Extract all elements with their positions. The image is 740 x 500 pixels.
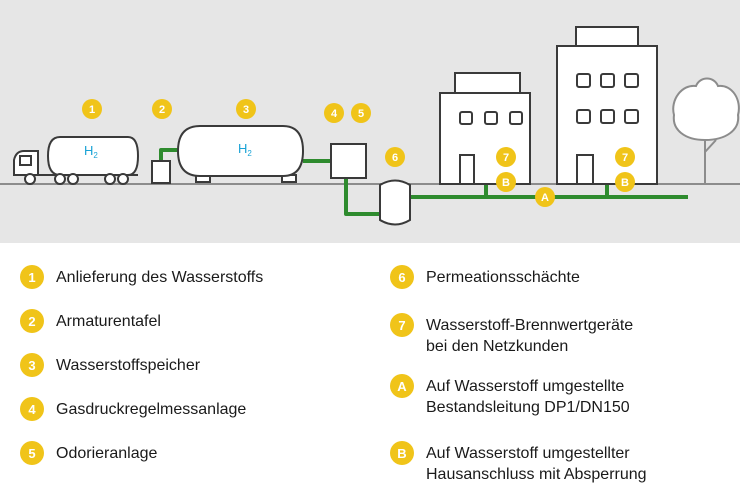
legend-text-2: Armaturentafel: [56, 313, 161, 330]
legend-text-7: Wasserstoff-Brennwertgeräte bei den Netz…: [426, 317, 634, 355]
badge-7-house: 7: [496, 147, 516, 167]
legend-text-1: Anlieferung des Wasserstoffs: [56, 269, 264, 286]
apartment-icon: [556, 26, 658, 185]
svg-text:7: 7: [503, 152, 509, 164]
badge-3: 3: [236, 99, 256, 119]
legend-item-2: 2 Armaturentafel: [20, 309, 161, 333]
storage-h2-label: H2: [238, 141, 252, 158]
legend-badge-2: 2: [20, 309, 44, 333]
legend-item-1: 1 Anlieferung des Wasserstoffs: [20, 265, 264, 289]
legend-badge-6: 6: [390, 265, 414, 289]
legend-item-7: 7 Wasserstoff-Brennwertgeräte bei den Ne…: [390, 313, 634, 357]
truck-h2-label: H2: [84, 143, 98, 160]
tree-icon: [672, 77, 740, 184]
svg-text:4: 4: [331, 108, 338, 120]
legend-text-6: Permeationsschächte: [426, 269, 580, 286]
legend-text-b: Auf Wasserstoff umgestellter Hausanschlu…: [426, 445, 647, 483]
badge-5: 5: [351, 103, 371, 123]
legend-badge-3: 3: [20, 353, 44, 377]
panel-icon: [151, 160, 171, 184]
pipeline-diagram: H2 H2: [0, 0, 740, 243]
badge-b-apartment: B: [615, 172, 635, 192]
legend-item-a: A Auf Wasserstoff umgestellte Bestandsle…: [390, 374, 630, 418]
legend-item-6: 6 Permeationsschächte: [390, 265, 580, 289]
regulator-station-icon: [330, 143, 367, 179]
svg-text:B: B: [621, 177, 629, 189]
house-icon: [439, 72, 531, 185]
legend-item-b: B Auf Wasserstoff umgestellter Hausansch…: [390, 441, 647, 485]
svg-text:B: B: [502, 177, 510, 189]
panel-pipe: [159, 148, 184, 161]
badge-6: 6: [385, 147, 405, 167]
legend-badge-5: 5: [20, 441, 44, 465]
truck-icon: [13, 136, 140, 185]
legend-badge-4: 4: [20, 397, 44, 421]
storage-tank-icon: [176, 125, 305, 183]
badge-4: 4: [324, 103, 344, 123]
legend-item-5: 5 Odorieranlage: [20, 441, 158, 465]
badge-b-house: B: [496, 172, 516, 192]
regulator-to-shaft-pipe: [344, 178, 384, 216]
svg-text:A: A: [541, 192, 549, 204]
legend-text-5: Odorieranlage: [56, 445, 158, 462]
legend-badge-7: 7: [390, 313, 414, 337]
svg-text:2: 2: [159, 104, 165, 116]
svg-text:7: 7: [622, 152, 628, 164]
legend-text-3: Wasserstoffspeicher: [56, 357, 201, 374]
svg-text:5: 5: [358, 108, 364, 120]
legend: 1 Anlieferung des Wasserstoffs 2 Armatur…: [0, 243, 740, 500]
legend-text-4: Gasdruckregelmessanlage: [56, 401, 247, 418]
badge-1: 1: [82, 99, 102, 119]
legend-item-4: 4 Gasdruckregelmessanlage: [20, 397, 247, 421]
legend-item-3: 3 Wasserstoffspeicher: [20, 353, 201, 377]
legend-badge-a: A: [390, 374, 414, 398]
diagram-svg: H2 H2: [0, 26, 740, 226]
badge-7-apartment: 7: [615, 147, 635, 167]
legend-badge-b: B: [390, 441, 414, 465]
shaft-icon: [379, 179, 411, 226]
legend-badge-1: 1: [20, 265, 44, 289]
badge-a-main-pipe: A: [535, 187, 555, 207]
svg-text:6: 6: [392, 152, 398, 164]
legend-text-a: Auf Wasserstoff umgestellte Bestandsleit…: [426, 378, 630, 416]
svg-text:3: 3: [243, 104, 249, 116]
badge-2: 2: [152, 99, 172, 119]
svg-text:1: 1: [89, 104, 95, 116]
